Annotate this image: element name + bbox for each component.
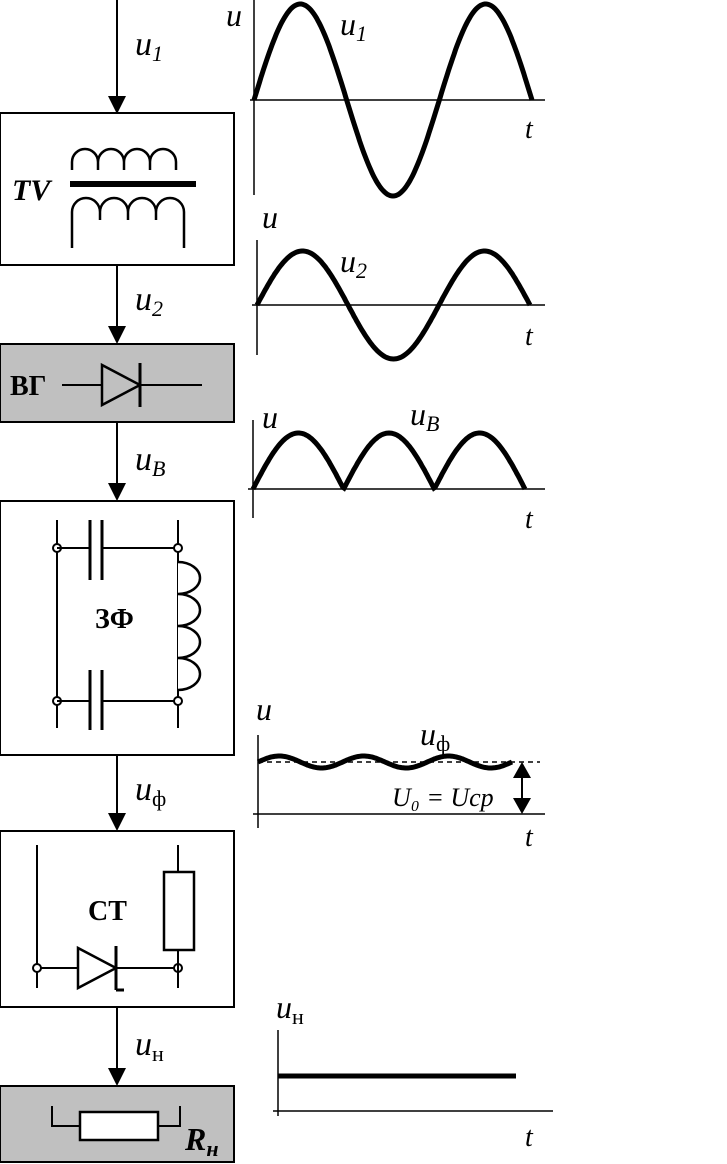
- transformer-label: TV: [12, 174, 53, 207]
- axis-u-label: u: [262, 199, 278, 235]
- arrow-uv: [108, 422, 126, 501]
- signal-label-u1: u1: [135, 26, 163, 66]
- waveform-label-uf: uф: [420, 716, 450, 756]
- axis-u-label: u: [256, 691, 272, 727]
- capacitor-top-icon: [57, 520, 178, 580]
- waveform-label-uv: uB: [410, 396, 439, 436]
- capacitor-bottom-icon: [57, 670, 178, 730]
- signal-label-uf: uф: [135, 771, 166, 811]
- arrow-un: [108, 1007, 126, 1086]
- signal-label-u2: u2: [135, 281, 163, 321]
- dc-level-arrow: [513, 762, 531, 814]
- axis-u-label: u: [226, 0, 242, 33]
- stabilizer-block: СТ: [0, 830, 235, 1008]
- waveform-uf: [256, 753, 514, 771]
- graph-un: uн t: [273, 989, 553, 1153]
- zener-diode-icon: [76, 945, 124, 992]
- waveform-uv: [250, 430, 528, 492]
- graph-label-un: uн: [276, 989, 304, 1029]
- graph-uv: u uB t: [248, 396, 545, 535]
- waveform-label-u1: u1: [340, 6, 367, 46]
- rectifier-label: ВГ: [10, 371, 47, 402]
- signal-label-un: uн: [135, 1026, 164, 1066]
- transformer-block: TV: [0, 112, 235, 266]
- axis-t-label: t: [525, 1122, 534, 1153]
- load-block: Rн: [0, 1085, 235, 1163]
- arrow-u2: [108, 265, 126, 344]
- waveform-u1: [251, 1, 535, 199]
- graph-u1: u u1 t: [226, 0, 545, 199]
- axis-u-label: u: [262, 399, 278, 435]
- axis-t-label: t: [525, 504, 534, 535]
- axis-t-label: t: [525, 114, 534, 145]
- arrow-u1: [108, 0, 126, 114]
- diode-icon: [62, 362, 202, 408]
- filter-label: ЗФ: [95, 604, 134, 635]
- inductor-icon: [177, 560, 202, 692]
- resistor-ballast-icon: [162, 870, 196, 952]
- load-label: Rн: [184, 1121, 219, 1161]
- signal-label-uv: uB: [135, 441, 165, 481]
- secondary-winding-icon: [70, 196, 186, 248]
- waveform-label-u2: u2: [340, 243, 367, 283]
- stabilizer-label: СТ: [88, 896, 127, 927]
- primary-winding-icon: [70, 147, 178, 170]
- load-resistor-icon: [78, 1110, 160, 1142]
- filter-block: ЗФ: [0, 500, 235, 756]
- arrow-uf: [108, 755, 126, 831]
- dc-level-label: U₀ = Uср: [392, 783, 494, 812]
- waveform-u2: [254, 248, 533, 362]
- graph-u2: u u2 t: [252, 199, 545, 362]
- axis-t-label: t: [525, 321, 534, 352]
- rectifier-block: ВГ: [0, 343, 235, 423]
- graph-uf: u uф U₀ = Uср t: [253, 691, 545, 853]
- axis-t-label: t: [525, 822, 534, 853]
